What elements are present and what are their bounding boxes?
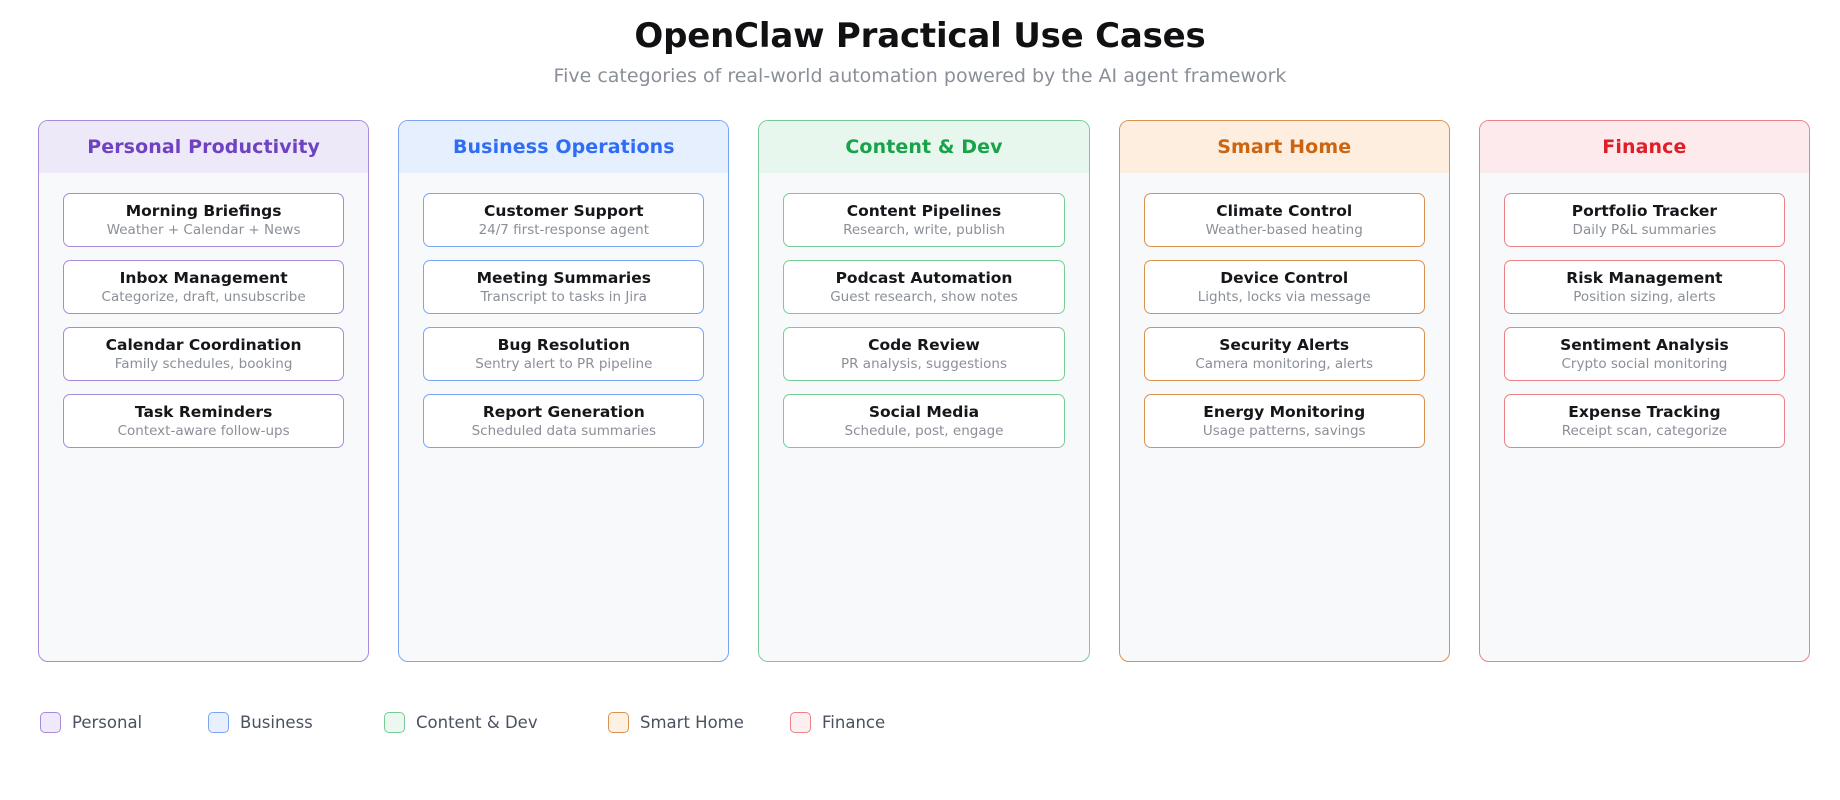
legend-swatch-icon xyxy=(208,712,229,733)
use-case-title: Energy Monitoring xyxy=(1203,402,1366,421)
use-case-description: Camera monitoring, alerts xyxy=(1195,355,1374,372)
legend-item-smart-home[interactable]: Smart Home xyxy=(608,712,744,733)
use-case-description: PR analysis, suggestions xyxy=(841,355,1008,372)
use-case-description: 24/7 first-response agent xyxy=(478,221,650,238)
use-case-description: Scheduled data summaries xyxy=(471,422,656,439)
use-case-description: Sentry alert to PR pipeline xyxy=(475,355,653,372)
use-case-description: Crypto social monitoring xyxy=(1561,355,1728,372)
use-case-description: Context-aware follow-ups xyxy=(117,422,290,439)
use-case-title: Risk Management xyxy=(1566,268,1723,287)
legend-swatch-icon xyxy=(40,712,61,733)
use-case-description: Family schedules, booking xyxy=(114,355,293,372)
use-case-description: Weather + Calendar + News xyxy=(106,221,301,238)
use-case-title: Podcast Automation xyxy=(835,268,1013,287)
page-title: OpenClaw Practical Use Cases xyxy=(634,16,1206,56)
use-case-title: Security Alerts xyxy=(1219,335,1350,354)
category-header-business-operations: Business Operations xyxy=(399,121,729,173)
use-case-title: Task Reminders xyxy=(134,402,273,421)
category-header-personal-productivity: Personal Productivity xyxy=(39,121,369,173)
use-case-title: Climate Control xyxy=(1216,201,1353,220)
use-case-description: Daily P&L summaries xyxy=(1572,221,1717,238)
use-case-title: Morning Briefings xyxy=(125,201,282,220)
use-case-description: Usage patterns, savings xyxy=(1202,422,1366,439)
use-case-title: Customer Support xyxy=(484,201,644,220)
use-case-description: Position sizing, alerts xyxy=(1573,288,1716,305)
use-case-title: Bug Resolution xyxy=(497,335,631,354)
use-case-description: Transcript to tasks in Jira xyxy=(480,288,647,305)
page-header: OpenClaw Practical Use Cases Five catego… xyxy=(0,14,1840,91)
use-case-title: Content Pipelines xyxy=(846,201,1002,220)
use-case-title: Social Media xyxy=(868,402,980,421)
legend-swatch-icon xyxy=(384,712,405,733)
use-case-description: Guest research, show notes xyxy=(830,288,1018,305)
legend-swatch-icon xyxy=(608,712,629,733)
legend-item-content-dev[interactable]: Content & Dev xyxy=(384,712,538,733)
use-case-title: Code Review xyxy=(868,335,980,354)
legend-label: Personal xyxy=(72,713,143,732)
legend-item-business[interactable]: Business xyxy=(208,712,313,733)
use-case-title: Report Generation xyxy=(482,402,645,421)
use-case-description: Research, write, publish xyxy=(843,221,1005,238)
category-header-finance: Finance xyxy=(1479,121,1810,173)
use-case-description: Lights, locks via message xyxy=(1197,288,1371,305)
use-case-title: Inbox Management xyxy=(119,268,288,287)
use-case-title: Calendar Coordination xyxy=(105,335,302,354)
category-header-content-and-dev: Content & Dev xyxy=(759,121,1089,173)
legend-label: Content & Dev xyxy=(416,713,538,732)
legend-item-finance[interactable]: Finance xyxy=(790,712,885,733)
legend-item-personal[interactable]: Personal xyxy=(40,712,142,733)
legend-label: Business xyxy=(240,713,313,732)
use-case-description: Weather-based heating xyxy=(1205,221,1363,238)
legend-label: Finance xyxy=(822,713,886,732)
use-case-title: Sentiment Analysis xyxy=(1560,335,1729,354)
use-case-description: Schedule, post, engage xyxy=(844,422,1004,439)
legend-label: Smart Home xyxy=(640,713,744,732)
use-case-title: Expense Tracking xyxy=(1568,402,1721,421)
use-case-title: Meeting Summaries xyxy=(476,268,651,287)
use-case-description: Categorize, draft, unsubscribe xyxy=(101,288,306,305)
page-subtitle: Five categories of real-world automation… xyxy=(553,65,1287,87)
use-case-description: Receipt scan, categorize xyxy=(1561,422,1728,439)
category-header-smart-home: Smart Home xyxy=(1119,121,1449,173)
use-case-title: Device Control xyxy=(1220,268,1349,287)
legend-swatch-icon xyxy=(790,712,811,733)
use-case-title: Portfolio Tracker xyxy=(1571,201,1718,220)
